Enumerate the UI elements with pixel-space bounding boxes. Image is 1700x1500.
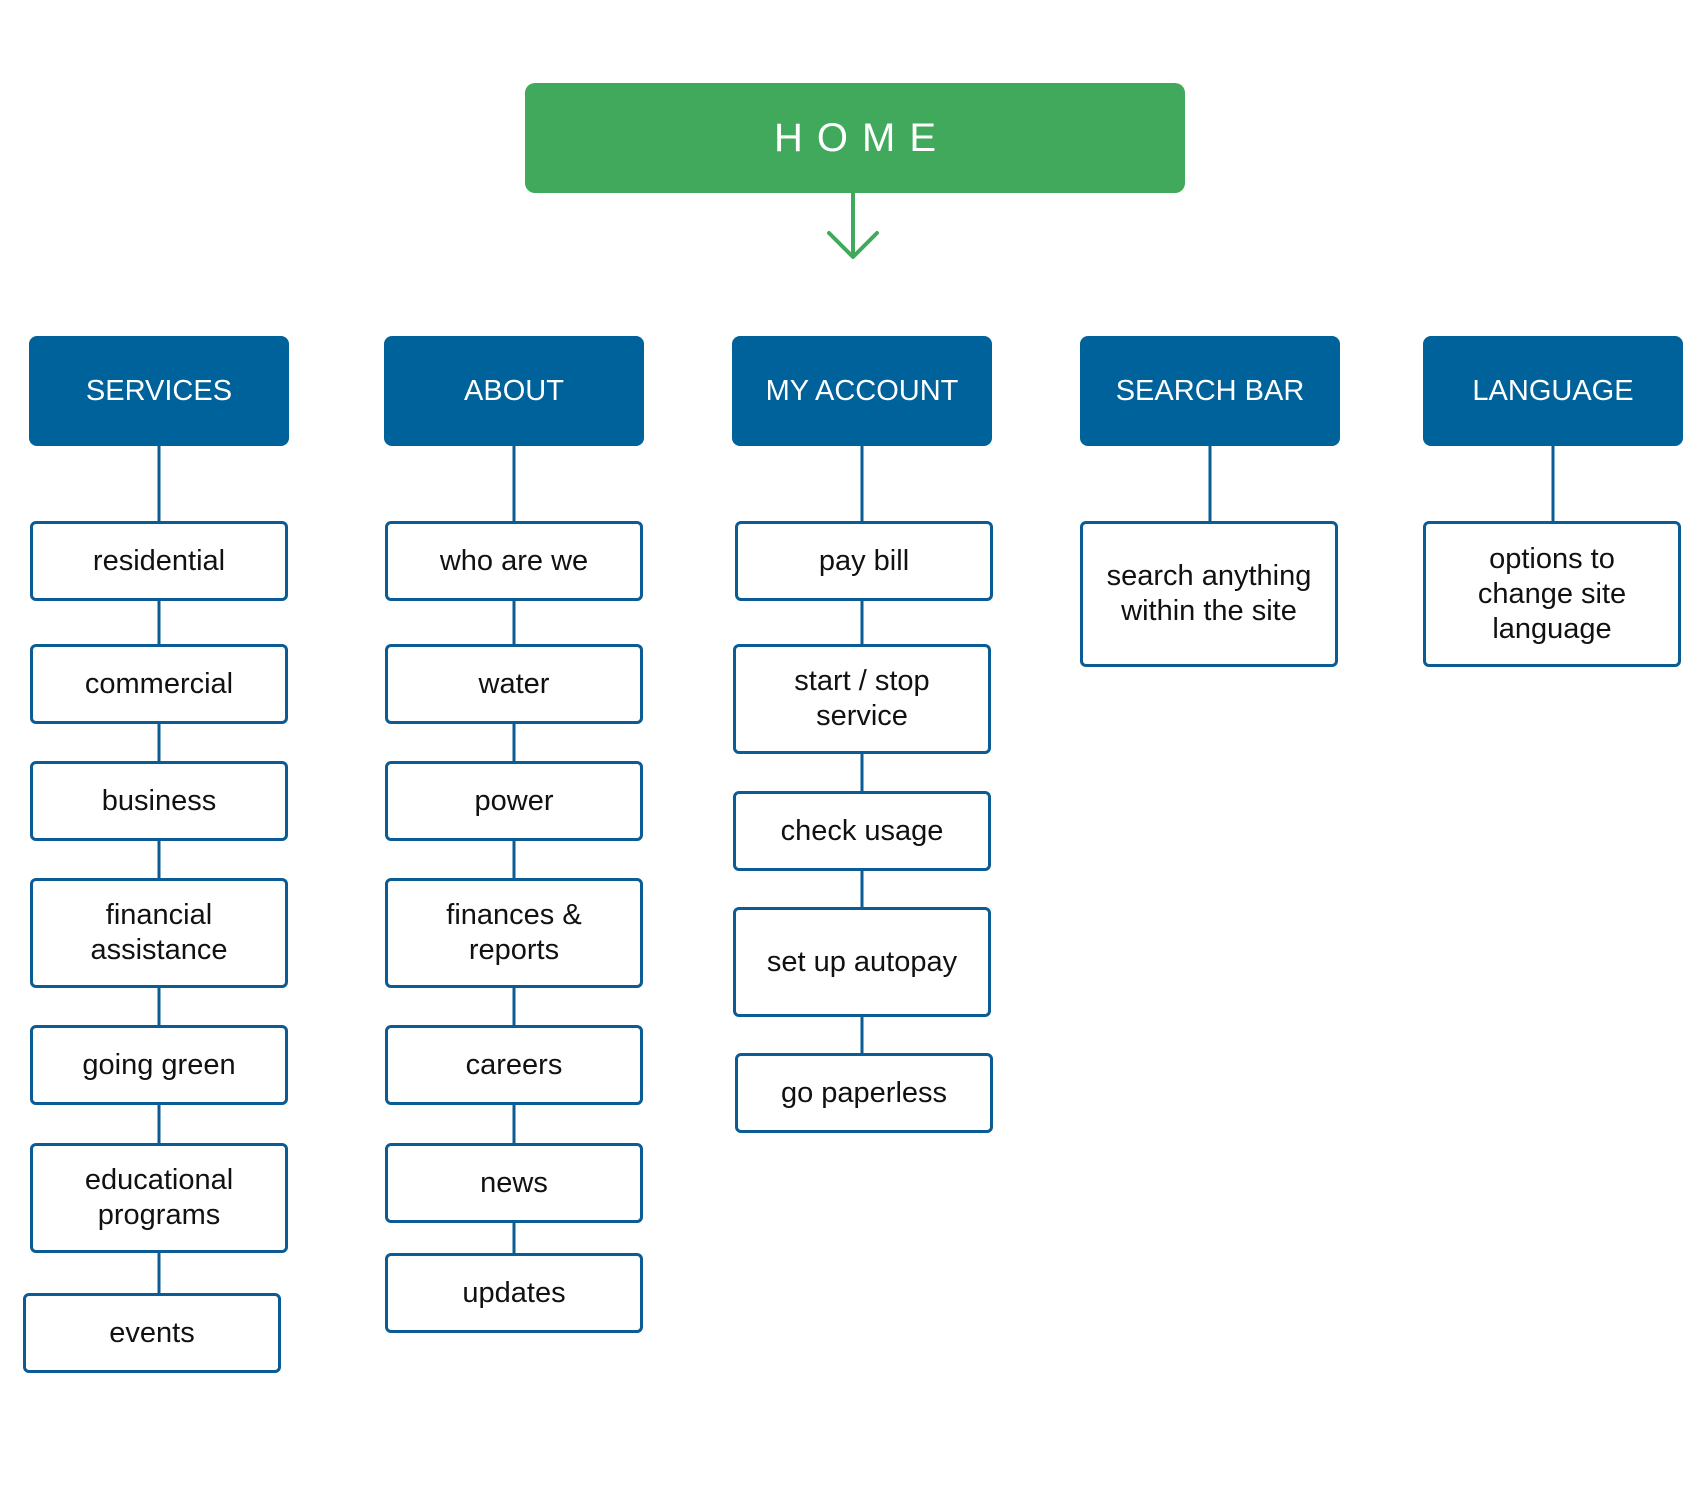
header-services: SERVICES xyxy=(29,336,289,446)
header-label: MY ACCOUNT xyxy=(765,374,959,407)
item-financial-assistance: financial assistance xyxy=(30,878,288,988)
item-change-language: options to change site language xyxy=(1423,521,1681,667)
item-water: water xyxy=(385,644,643,724)
header-my-account: MY ACCOUNT xyxy=(732,336,992,446)
item-who-are-we: who are we xyxy=(385,521,643,601)
header-label: ABOUT xyxy=(464,374,564,407)
header-language: LANGUAGE xyxy=(1423,336,1683,446)
header-label: SERVICES xyxy=(85,374,233,407)
item-news: news xyxy=(385,1143,643,1223)
home-label: HOME xyxy=(774,115,950,160)
item-going-green: going green xyxy=(30,1025,288,1105)
item-go-paperless: go paperless xyxy=(735,1053,993,1133)
item-search-anything: search anything within the site xyxy=(1080,521,1338,667)
item-commercial: commercial xyxy=(30,644,288,724)
item-events: events xyxy=(23,1293,281,1373)
item-updates: updates xyxy=(385,1253,643,1333)
item-start-stop-service: start / stop service xyxy=(733,644,991,754)
item-set-up-autopay: set up autopay xyxy=(733,907,991,1017)
header-about: ABOUT xyxy=(384,336,644,446)
header-label: LANGUAGE xyxy=(1472,374,1634,407)
header-label: SEARCH BAR xyxy=(1115,374,1305,407)
item-residential: residential xyxy=(30,521,288,601)
home-node: HOME xyxy=(525,83,1185,193)
item-pay-bill: pay bill xyxy=(735,521,993,601)
item-business: business xyxy=(30,761,288,841)
item-careers: careers xyxy=(385,1025,643,1105)
item-power: power xyxy=(385,761,643,841)
item-educational-programs: educational programs xyxy=(30,1143,288,1253)
item-check-usage: check usage xyxy=(733,791,991,871)
header-search-bar: SEARCH BAR xyxy=(1080,336,1340,446)
item-finances-reports: finances & reports xyxy=(385,878,643,988)
